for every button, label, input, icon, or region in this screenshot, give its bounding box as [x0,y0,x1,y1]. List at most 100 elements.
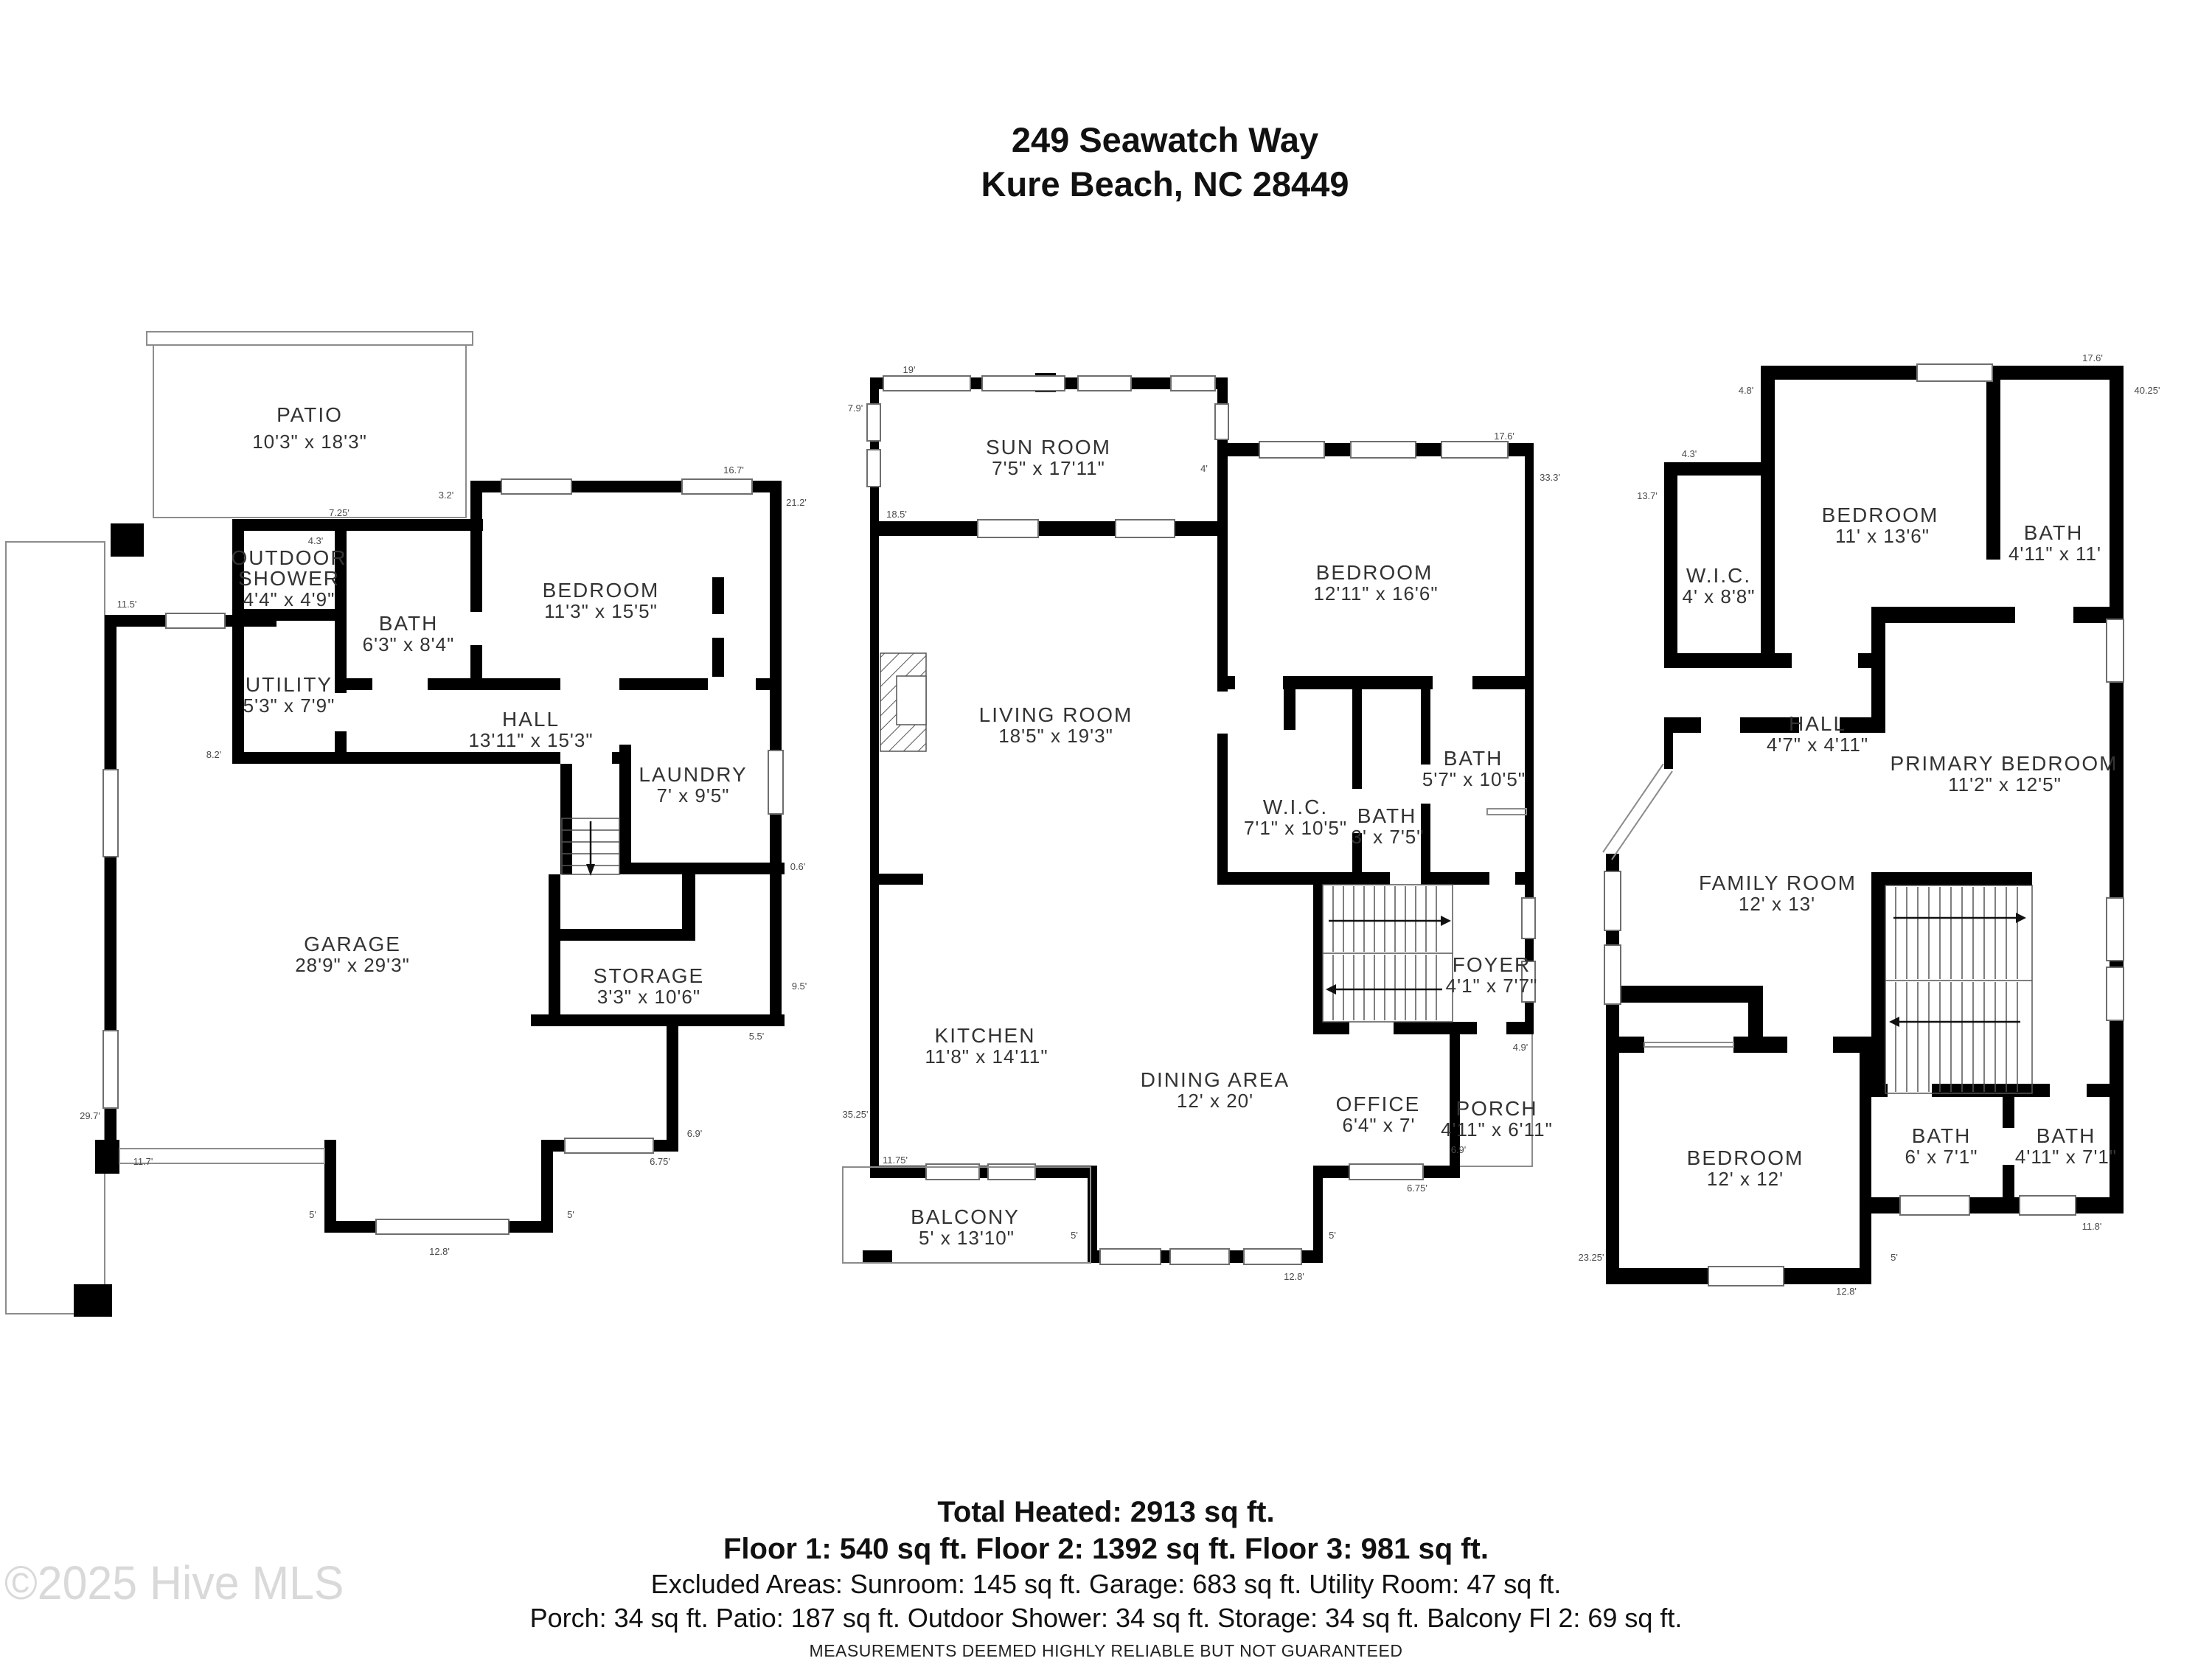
f1-edge-labels: 16.7' 21.2' 3.2' 7.25' 4.3' 11.5' 8.2' 0… [80,464,807,1257]
f3-edge-labels: 4.8' 17.6' 40.25' 4.3' 13.7' 23.25' 12.8… [1578,352,2160,1297]
f2-room-porch-name: PORCH [1455,1097,1537,1120]
f1-edge-patio-right: 3.2' [439,490,454,501]
summary-floor-areas: Floor 1: 540 sq ft. Floor 2: 1392 sq ft.… [723,1533,1489,1565]
f3-edge-wic-left: 13.7' [1637,490,1658,501]
f2-room-labels: SUN ROOM 7'5" x 17'11" BEDROOM 12'11" x … [911,436,1553,1249]
floor1-plan: PATIO 10'3" x 18'3" OUTDOOR SHOWER 4'4" … [5,331,807,1317]
f3-room-bedroom-bottom-dims: 12' x 12' [1707,1168,1784,1190]
f1-edge-left-mid: 8.2' [206,749,222,760]
address-line2: Kure Beach, NC 28449 [981,164,1349,203]
f3-room-bath-left-name: BATH [1912,1124,1972,1147]
f3-room-family-dims: 12' x 13' [1739,893,1815,915]
f2-room-sunroom-name: SUN ROOM [986,436,1111,459]
f1-room-outdoor-shower-dims: 4'4" x 4'9" [243,588,335,610]
f2-room-dining-dims: 12' x 20' [1177,1090,1253,1112]
f1-room-garage-dims: 28'9" x 29'3" [295,954,410,976]
f2-edge-left-top: 7.9' [848,403,863,414]
f1-room-labels: PATIO 10'3" x 18'3" OUTDOOR SHOWER 4'4" … [231,403,747,1008]
f2-edge-sun-bottom: 18.5' [886,509,907,520]
f3-room-wic-dims: 4' x 8'8" [1683,585,1756,607]
f1-room-garage-name: GARAGE [304,933,401,955]
f2-room-office-dims: 6'4" x 7' [1343,1114,1416,1136]
f1-room-laundry-name: LAUNDRY [639,763,747,786]
f3-room-bath-right-dims: 4'11" x 7'1" [2015,1146,2117,1168]
f3-stairs [1885,885,2033,1094]
summary-excluded-areas: Excluded Areas: Sunroom: 145 sq ft. Gara… [650,1569,1562,1599]
f2-balcony-outline [842,1166,1091,1264]
f1-edge-corridor-right: 6.9' [687,1128,703,1139]
f1-room-hall-name: HALL [502,708,560,731]
f2-room-kitchen-dims: 11'8" x 14'11" [925,1045,1048,1068]
f3-room-bath-left-dims: 6' x 7'1" [1905,1146,1978,1168]
disclaimer-text: MEASUREMENTS DEEMED HIGHLY RELIABLE BUT … [809,1641,1403,1660]
floor3-plan: W.I.C. 4' x 8'8" BEDROOM 11' x 13'6" BAT… [1578,352,2160,1297]
f3-room-hall-dims: 4'7" x 4'11" [1767,734,1868,756]
f3-room-wic-name: W.I.C. [1686,564,1751,587]
f2-room-porch-dims: 4'11" x 6'11" [1441,1118,1553,1141]
f3-edge-bottom-center: 12.8' [1836,1286,1857,1297]
f2-room-bedroom-name: BEDROOM [1316,561,1433,584]
f1-garage-door [119,1148,325,1164]
f2-room-bath-big-name: BATH [1444,747,1503,770]
f2-room-wic-name: W.I.C. [1263,795,1328,818]
f1-edge-door-left: 5' [309,1209,316,1220]
f3-room-labels: W.I.C. 4' x 8'8" BEDROOM 11' x 13'6" BAT… [1683,504,2118,1190]
f1-walls [95,481,785,1233]
f1-stairs [561,818,620,876]
f1-driveway-lines [5,523,144,1317]
f1-room-patio-name: PATIO [276,403,343,426]
f1-room-bedroom-name: BEDROOM [543,579,660,602]
f3-room-primary-dims: 11'2" x 12'5" [1948,773,2062,795]
f2-room-kitchen-name: KITCHEN [935,1024,1036,1047]
f2-room-bath-big-dims: 5'7" x 10'5" [1422,768,1526,790]
f1-edge-bottom-center: 12.8' [429,1246,450,1257]
area-summary: Total Heated: 2913 sq ft. Floor 1: 540 s… [0,1494,2212,1635]
f2-room-wic-dims: 7'1" x 10'5" [1244,817,1347,839]
f2-windows [866,375,1536,1265]
f2-edge-top-left: 19' [903,364,916,375]
f1-edge-bottom-left: 11.7' [133,1156,153,1167]
f1-room-laundry-dims: 7' x 9'5" [657,784,730,807]
f1-room-outdoor-shower-name1: OUTDOOR [231,546,347,569]
f1-room-patio-dims: 10'3" x 18'3" [252,431,367,453]
f3-room-bath-top-name: BATH [2024,521,2084,544]
f1-edge-storage-bottom: 5.5' [749,1031,765,1042]
f3-windows [1604,363,2124,1286]
summary-total-heated: Total Heated: 2913 sq ft. [937,1496,1275,1528]
f3-edge-bottom-left: 23.25' [1578,1252,1604,1263]
f2-room-balcony-dims: 5' x 13'10" [919,1227,1015,1249]
f1-room-storage-name: STORAGE [594,964,704,987]
f2-edge-porch-top: 4.9' [1513,1042,1528,1053]
f3-edge-top-right: 17.6' [2082,352,2103,363]
f2-room-balcony-name: BALCONY [911,1205,1020,1228]
f2-edge-sun-right: 4' [1200,463,1208,474]
f2-edge-balcony-top: 11.75' [883,1155,908,1166]
f1-room-bath-name: BATH [379,612,439,635]
f2-fireplace [880,652,927,752]
f2-edge-door-right: 5' [1329,1230,1336,1241]
f1-patio-outline [146,331,473,518]
f2-room-living-name: LIVING ROOM [979,703,1133,726]
f2-edge-porch-bottom: 6.9' [1451,1144,1467,1155]
f3-edge-top-left: 4.8' [1739,385,1754,396]
f2-room-bedroom-dims: 12'11" x 16'6" [1313,582,1438,605]
f3-bay-window [1602,763,1673,860]
f2-room-office-name: OFFICE [1336,1093,1421,1115]
f1-edge-storage-right: 9.5' [792,981,807,992]
f1-edge-step: 0.6' [790,861,806,872]
f2-edge-left-bottom: 35.25' [842,1109,868,1120]
f1-edge-right-top: 21.2' [786,497,807,508]
address-title: 249 Seawatch Way Kure Beach, NC 28449 [796,118,1534,206]
f2-room-sunroom-dims: 7'5" x 17'11" [992,457,1105,479]
f3-edge-bath-bottom: 11.8' [2082,1221,2102,1232]
f2-edge-top-right: 17.6' [1494,431,1514,442]
f1-room-hall-dims: 13'11" x 15'3" [468,729,593,751]
address-line1: 249 Seawatch Way [1011,120,1319,159]
f3-room-primary-name: PRIMARY BEDROOM [1890,752,2118,775]
f1-room-utility-name: UTILITY [246,673,333,696]
f2-towel-bar [1486,808,1527,815]
f2-room-dining-name: DINING AREA [1141,1068,1290,1091]
f3-room-bedroom-top-name: BEDROOM [1822,504,1939,526]
f2-edge-door-left: 5' [1071,1230,1078,1241]
f2-edge-right-top: 33.3' [1540,472,1560,483]
